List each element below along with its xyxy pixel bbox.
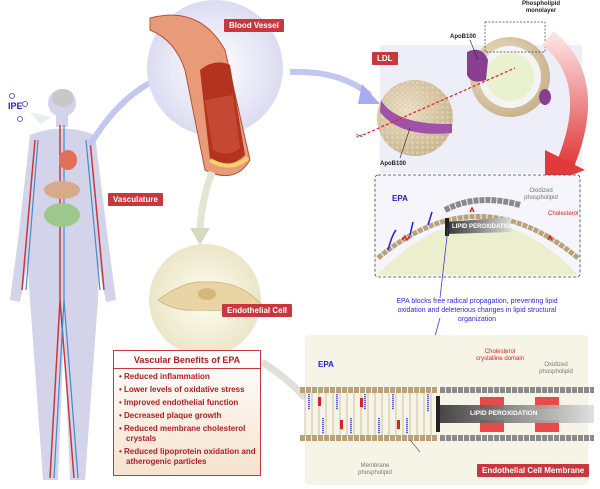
benefit-item: Lower levels of oxidative stress <box>119 385 260 395</box>
vasculature-tag: Vasculature <box>108 193 163 206</box>
apob100-bottom-label: ApoB100 <box>379 161 406 167</box>
pointer-line <box>439 227 449 299</box>
membrane-oxidized-phospholipid-label: Oxidized phospholipid <box>539 362 573 375</box>
endothelial-membrane-panel <box>300 335 594 485</box>
benefit-item: Reduced inflammation <box>119 372 260 382</box>
apob100-top-label: ApoB100 <box>449 34 476 40</box>
epa-mechanism-note: EPA blocks free radical propagation, pre… <box>396 298 558 323</box>
arrow-to-endothelial-cell <box>196 170 216 236</box>
ipe-label: IPE <box>8 101 23 111</box>
ldl-monolayer-inset <box>374 174 581 278</box>
benefits-list: Reduced inflammation Lower levels of oxi… <box>114 372 260 467</box>
blood-vessel-illustration <box>149 14 251 177</box>
inset-lipid-peroxidation-label: LIPID PEROXIDATION <box>452 224 515 230</box>
red-curved-arrow <box>542 31 589 169</box>
cholesterol-domain-label: Cholesterol crystalline domain <box>475 349 525 362</box>
cut-line <box>362 67 516 136</box>
benefit-item: Reduced membrane cholesterol crystals <box>119 424 260 444</box>
ipe-arrow <box>30 112 52 124</box>
arrow-to-ldl <box>289 68 372 98</box>
benefit-item: Improved endothelial function <box>119 398 260 408</box>
endothelial-cell-tag: Endothelial Cell <box>222 304 293 317</box>
inset-cholesterol-label: Cholesterol <box>548 211 579 217</box>
benefit-item: Reduced lipoprotein oxidation and athero… <box>119 447 260 467</box>
endothelial-cell-membrane-tag: Endothelial Cell Membrane <box>477 464 590 477</box>
arrow-to-membrane <box>260 359 308 401</box>
blood-vessel-tag: Blood Vessel <box>224 19 284 32</box>
benefit-item: Decreased plaque growth <box>119 411 260 421</box>
human-body-figure <box>10 89 116 480</box>
benefits-title: Vascular Benefits of EPA <box>114 351 260 369</box>
svg-text:✂: ✂ <box>356 131 364 141</box>
vascular-benefits-box: Vascular Benefits of EPA Reduced inflamm… <box>113 350 261 476</box>
inset-epa-label: EPA <box>392 194 408 203</box>
membrane-epa-label: EPA <box>318 360 334 369</box>
phospholipid-monolayer-label: Phospholipid monolayer <box>522 1 560 14</box>
monolayer-highlight-box <box>484 21 546 53</box>
membrane-lipid-peroxidation-label: LIPID PEROXIDATION <box>470 410 538 417</box>
arrow-to-blood-vessel <box>87 75 162 147</box>
inset-oxidized-phospholipid-label: Oxidized phospholipid <box>524 188 558 201</box>
membrane-phospholipid-label: Membrane phospholipid <box>358 463 392 476</box>
ldl-tag: LDL <box>372 52 398 65</box>
